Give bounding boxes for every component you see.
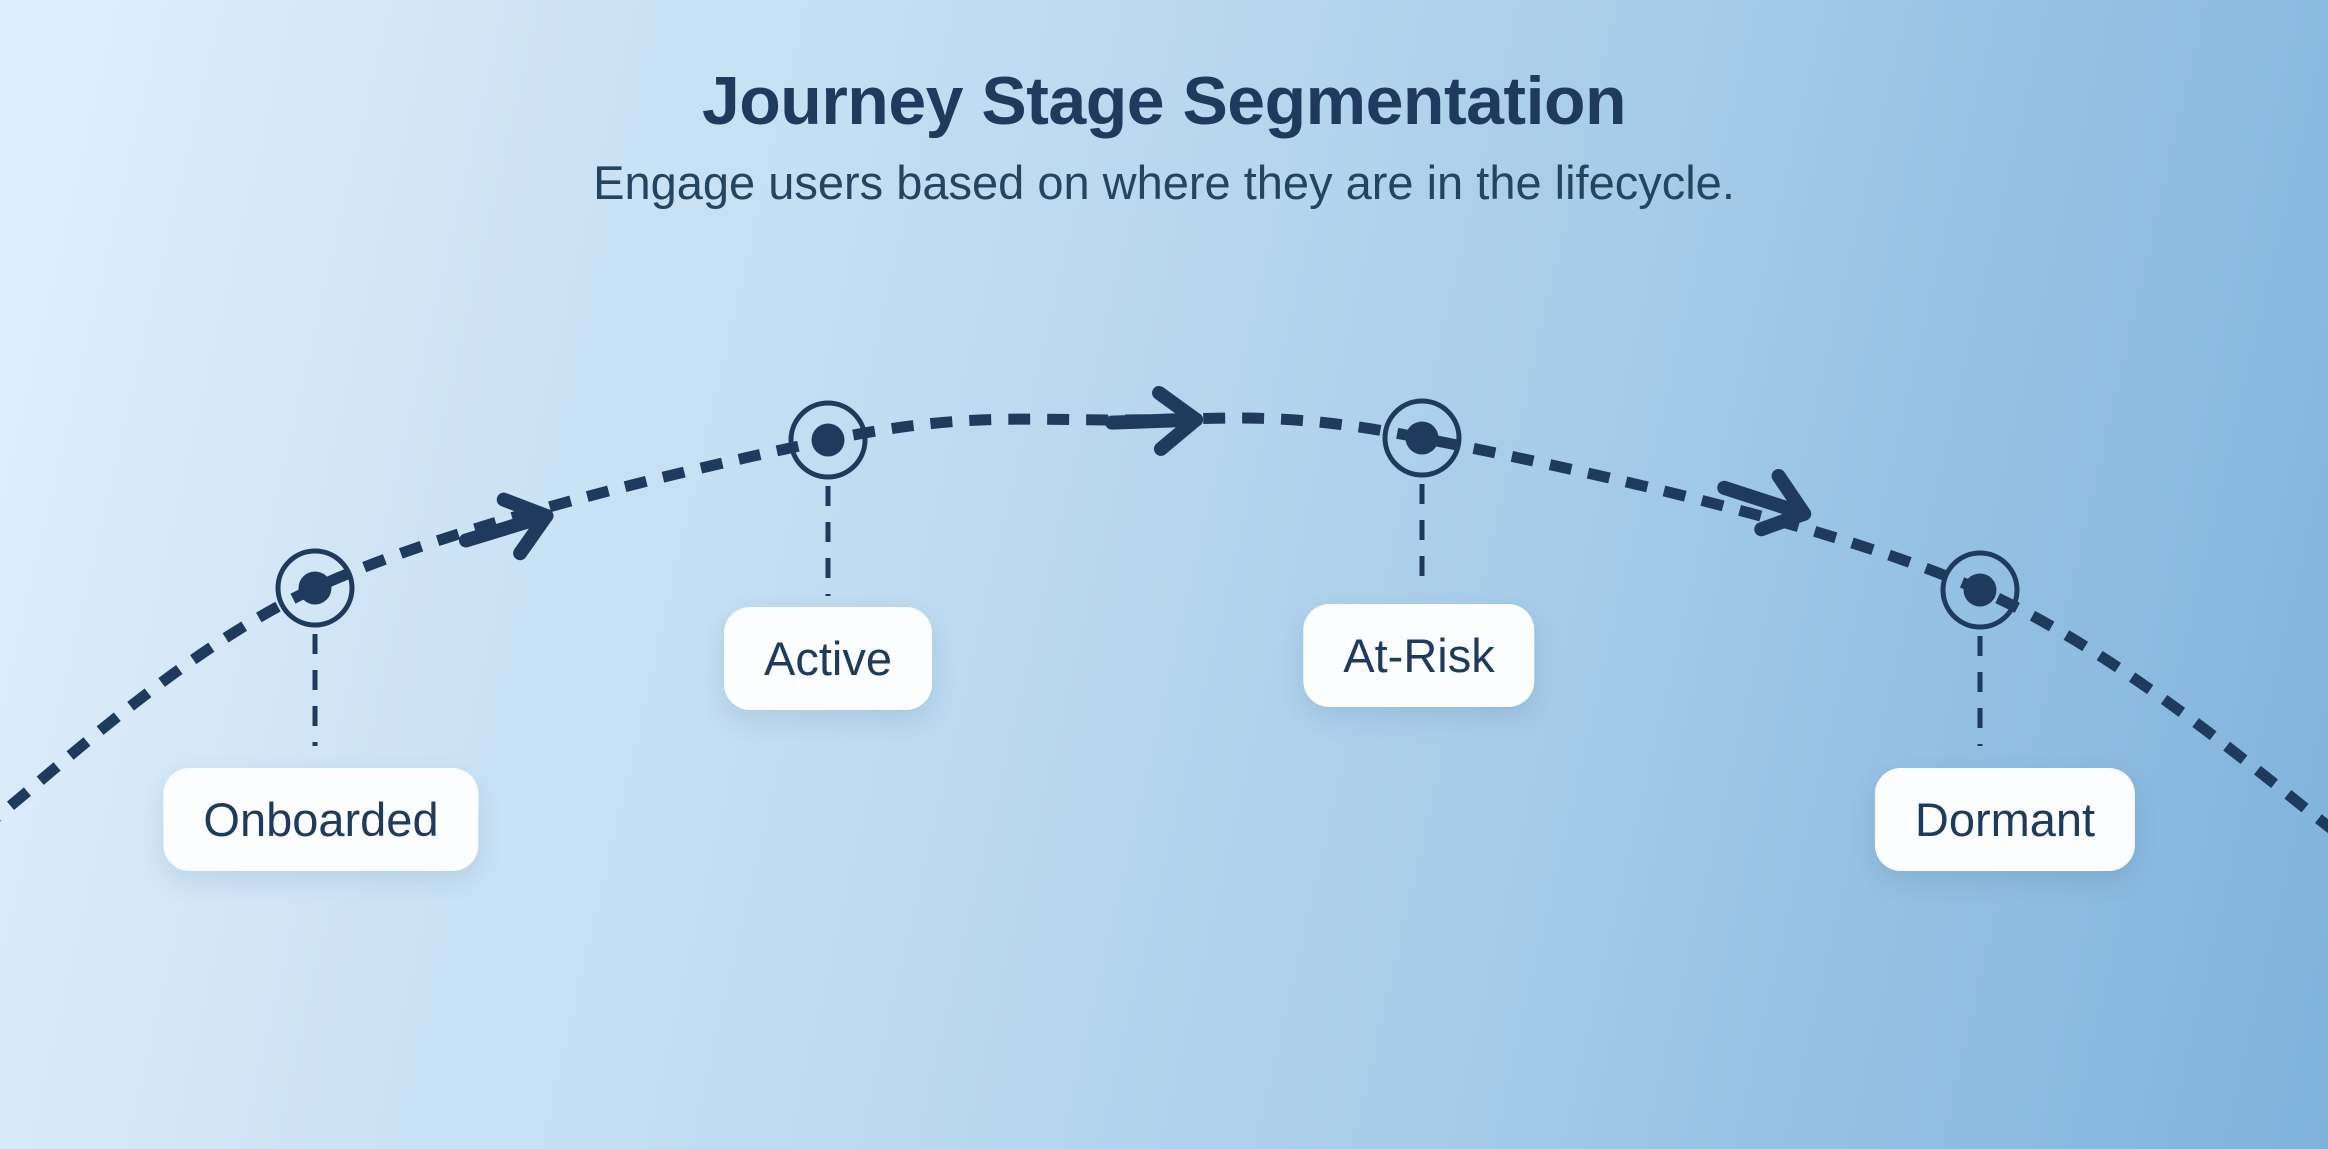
flow-arrow-3-icon bbox=[1717, 468, 1812, 537]
stage-node-dot-dormant bbox=[1963, 573, 1997, 607]
stage-node-dot-active bbox=[811, 423, 845, 457]
header: Journey Stage Segmentation Engage users … bbox=[0, 63, 2328, 210]
page-title: Journey Stage Segmentation bbox=[701, 63, 1627, 139]
stage-label-onboarded: Onboarded bbox=[163, 768, 479, 871]
stage-node-dot-onboarded bbox=[298, 571, 332, 605]
flow-arrow-2-icon bbox=[1105, 385, 1203, 456]
stage-node-dot-at-risk bbox=[1405, 421, 1439, 455]
stage-node-ring-at-risk bbox=[1382, 398, 1462, 478]
stage-label-active: Active bbox=[724, 607, 932, 710]
flow-arrow-1-icon bbox=[459, 492, 554, 561]
stage-node-ring-dormant bbox=[1940, 550, 2020, 630]
stage-node-ring-onboarded bbox=[275, 548, 355, 628]
page-subtitle: Engage users based on where they are in … bbox=[593, 156, 1735, 210]
stage-label-at-risk: At-Risk bbox=[1303, 604, 1535, 707]
stage-node-ring-active bbox=[788, 400, 868, 480]
stage-label-dormant: Dormant bbox=[1874, 768, 2136, 871]
